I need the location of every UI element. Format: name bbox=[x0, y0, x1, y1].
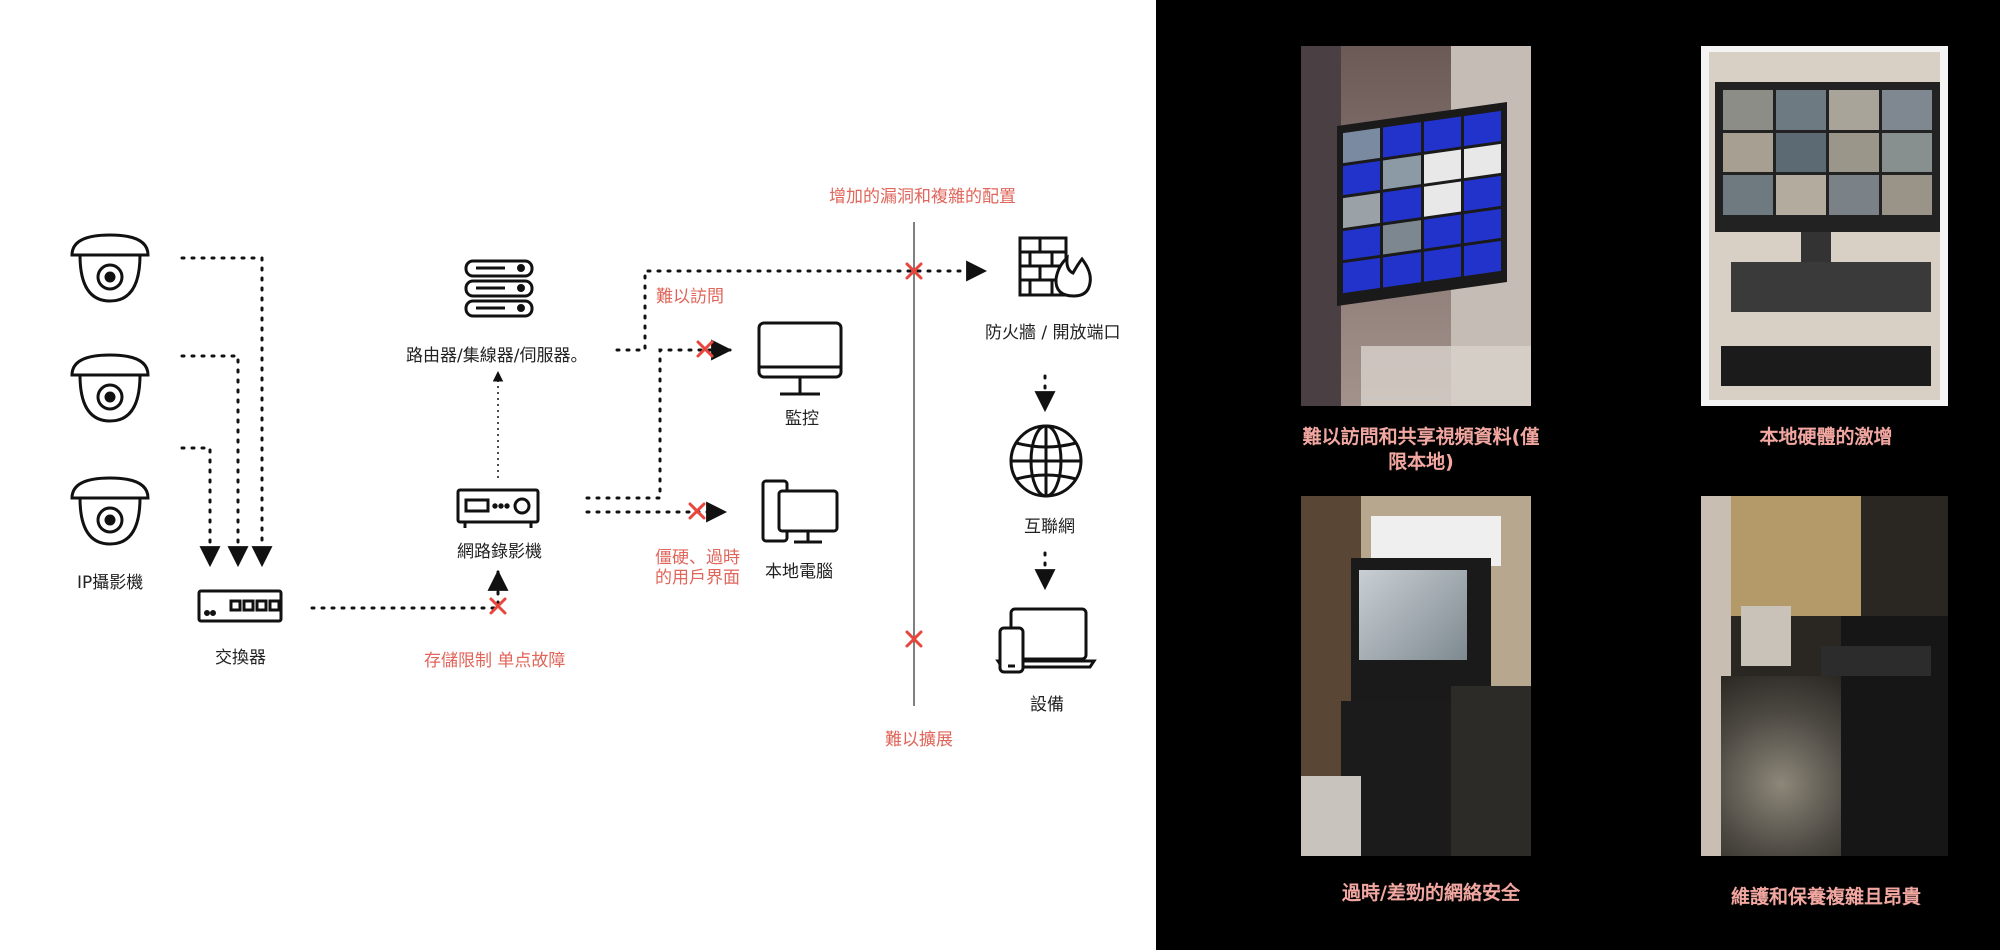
photo-caption-1: 難以訪問和共享視頻資料(僅 限本地) bbox=[1286, 425, 1556, 475]
diagram-canvas bbox=[70, 222, 1097, 706]
x-mark-storage bbox=[489, 597, 507, 615]
switch-icon bbox=[197, 589, 283, 623]
photo-messy-cables bbox=[1701, 496, 1948, 856]
local-pc-label: 本地電腦 bbox=[765, 562, 833, 582]
connector-camera3-switch bbox=[180, 446, 221, 568]
switch-label: 交換器 bbox=[215, 648, 266, 668]
nvr-icon bbox=[456, 488, 540, 528]
x-mark-access bbox=[696, 340, 714, 358]
caption-line: 限本地) bbox=[1388, 451, 1454, 473]
photo-outdated-monitor bbox=[1301, 496, 1531, 856]
photo-caption-2: 本地硬體的激增 bbox=[1759, 426, 1893, 448]
monitor-icon bbox=[757, 321, 843, 396]
dome-camera-icon bbox=[70, 233, 150, 303]
connector-nvr-monitoring bbox=[585, 339, 733, 500]
laptop-phone-icon bbox=[995, 607, 1097, 674]
connector-camera2-switch bbox=[180, 354, 249, 568]
scalability-note: 難以擴展 bbox=[885, 730, 953, 750]
rigid-ui-note-line2: 的用戶界面 bbox=[655, 568, 740, 588]
server-stack-icon bbox=[464, 259, 534, 318]
vulnerability-note: 增加的漏洞和複雜的配置 bbox=[829, 187, 1016, 207]
connector-camera1-switch bbox=[180, 256, 273, 568]
photo-caption-3: 過時/差勁的網絡安全 bbox=[1342, 882, 1520, 904]
photo-video-wall bbox=[1301, 46, 1531, 406]
router-label: 路由器/集線器/伺服器。 bbox=[406, 346, 588, 366]
devices-label: 設備 bbox=[1030, 695, 1064, 715]
photo-nvr-hardware bbox=[1701, 46, 1948, 406]
cameras-label: IP攝影機 bbox=[77, 573, 144, 593]
dome-camera-icon bbox=[70, 353, 150, 423]
firewall-label: 防火牆 / 開放端口 bbox=[985, 323, 1121, 343]
nvr-label: 網路錄影機 bbox=[457, 542, 542, 562]
internet-label: 互聯網 bbox=[1024, 517, 1075, 537]
storage-note: 存儲限制 单点故障 bbox=[424, 651, 566, 671]
architecture-diagram-panel: IP攝影機 交換器 網路錄影機 路由器/集線器/伺服器。 監控 本地電腦 防火牆… bbox=[0, 0, 1156, 950]
connector-switch-nvr bbox=[310, 569, 509, 610]
rigid-ui-note-line1: 僵硬、過時 bbox=[655, 548, 740, 568]
x-mark-scale bbox=[905, 630, 923, 648]
x-mark-ui bbox=[688, 502, 706, 520]
photo-caption-4: 維護和保養複雜且昂貴 bbox=[1730, 886, 1921, 908]
photo-panel: 難以訪問和共享視頻資料(僅 限本地) 本地硬體的激增 過時/差勁的網絡安全 維護… bbox=[1156, 0, 2000, 950]
caption-line: 難以訪問和共享視頻資料(僅 bbox=[1302, 426, 1540, 448]
monitoring-label: 監控 bbox=[785, 409, 819, 429]
dome-camera-icon bbox=[70, 476, 150, 546]
globe-icon bbox=[1009, 424, 1083, 498]
firewall-icon bbox=[1018, 236, 1092, 298]
x-mark-vulnerability bbox=[905, 262, 923, 280]
hard-access-note: 難以訪問 bbox=[656, 287, 724, 307]
desktop-computer-icon bbox=[761, 479, 839, 544]
